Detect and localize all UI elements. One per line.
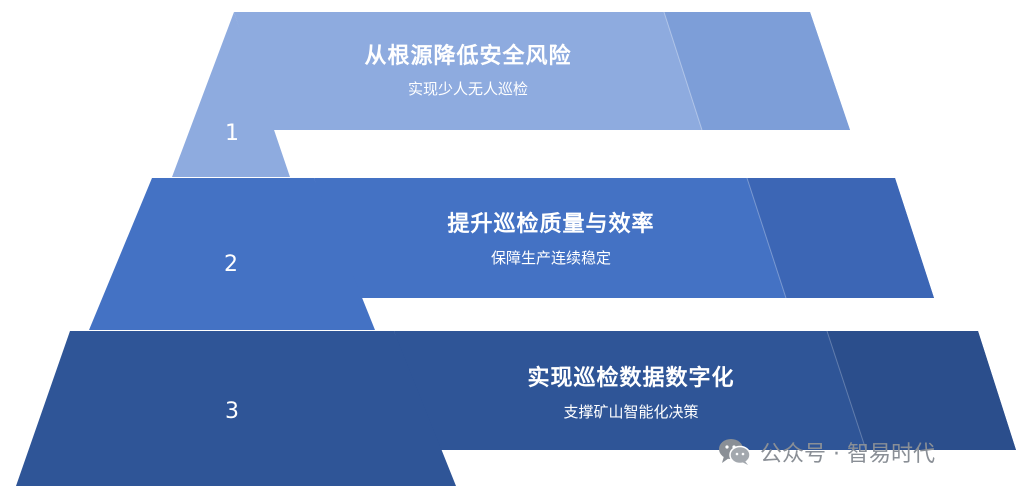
level-2-number: 2 (224, 252, 238, 277)
watermark: 公众号 · 智易时代 (718, 436, 935, 468)
level-1-number: 1 (225, 121, 239, 146)
level-2-banner (314, 177, 934, 299)
wechat-icon (719, 439, 751, 465)
level-2-title: 提升巡检质量与效率 (447, 212, 655, 237)
level-1-banner (234, 11, 850, 131)
level-3-banner (394, 330, 1016, 451)
pyramid-segment-3 (16, 331, 456, 486)
level-3-number: 3 (225, 399, 239, 424)
level-1-subtitle: 实现少人无人巡检 (407, 80, 529, 98)
level-1-title: 从根源降低安全风险 (364, 44, 572, 69)
pyramid-segment-2 (89, 178, 375, 330)
level-2-subtitle: 保障生产连续稳定 (490, 249, 612, 267)
pyramid-segment-1 (172, 12, 290, 177)
level-3-title: 实现巡检数据数字化 (527, 366, 735, 391)
watermark-text: 公众号 · 智易时代 (760, 442, 935, 467)
level-3-subtitle: 支撑矿山智能化决策 (563, 403, 699, 421)
